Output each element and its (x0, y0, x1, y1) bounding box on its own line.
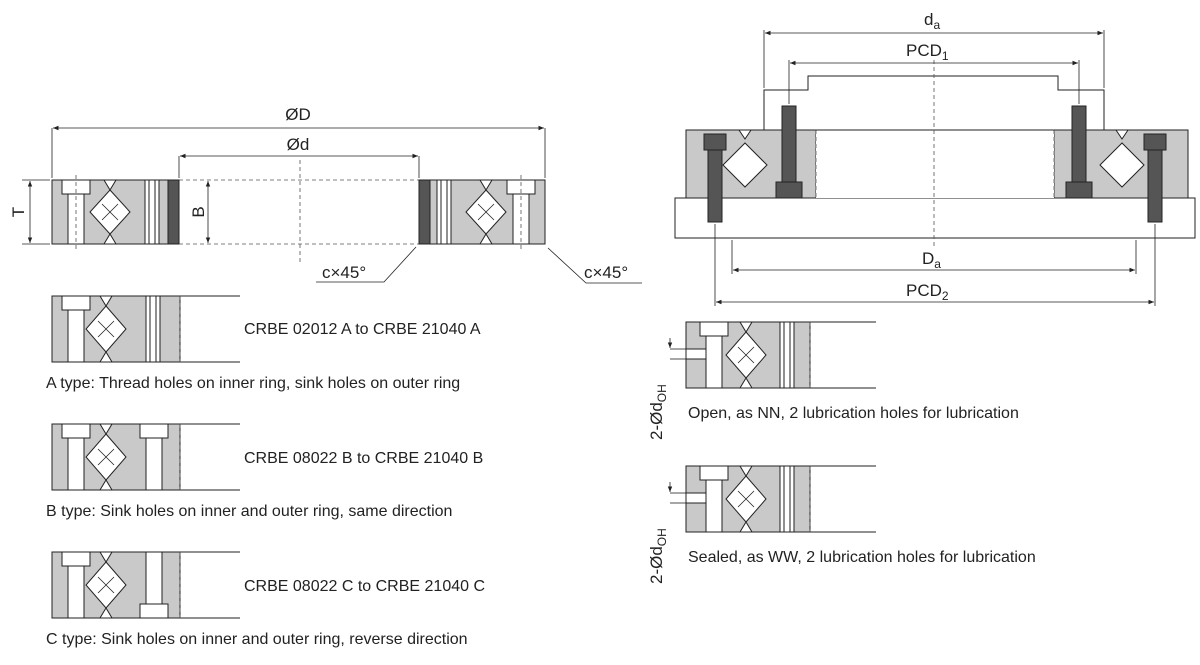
open-variant-section (667, 321, 876, 389)
dim-height: T (9, 207, 28, 217)
type-c-section (51, 551, 240, 619)
sealed-description: Sealed, as WW, 2 lubrication holes for l… (688, 549, 1036, 566)
main-bearing-section (22, 125, 642, 284)
dim-da: da (924, 10, 940, 32)
type-b-section (51, 423, 240, 491)
dim-inner-diameter: Ød (287, 135, 310, 154)
sealed-variant-section (667, 465, 876, 533)
type-b-range: CRBE 08022 B to CRBE 21040 B (244, 450, 483, 467)
type-a-section (51, 295, 240, 363)
type-c-description: C type: Sink holes on inner and outer ri… (46, 631, 468, 648)
lube-hole-label-sealed: 2-ØdOH (647, 528, 669, 584)
dim-width: B (189, 206, 208, 217)
type-a-description: A type: Thread holes on inner ring, sink… (46, 375, 460, 392)
dim-outer-diameter: ØD (285, 105, 311, 124)
dim-pcd2: PCD2 (906, 281, 949, 303)
type-a-range: CRBE 02012 A to CRBE 21040 A (244, 321, 481, 338)
open-description: Open, as NN, 2 lubrication holes for lub… (688, 405, 1019, 422)
mounting-assembly (674, 30, 1196, 306)
lube-hole-label-open: 2-ØdOH (647, 384, 669, 440)
dim-Da: Da (922, 249, 941, 271)
type-b-description: B type: Sink holes on inner and outer ri… (46, 503, 452, 520)
dim-chamfer-outer: c×45° (584, 263, 628, 282)
type-c-range: CRBE 08022 C to CRBE 21040 C (244, 578, 485, 595)
dim-chamfer-inner: c×45° (322, 263, 366, 282)
lubrication-labels: 2-ØdOH Open, as NN, 2 lubrication holes … (647, 384, 1036, 584)
main-dimension-labels: ØD Ød T B c×45° c×45° (9, 105, 628, 282)
type-labels: CRBE 02012 A to CRBE 21040 A A type: Thr… (46, 321, 485, 648)
mount-dimension-labels: da PCD1 Da PCD2 (906, 10, 949, 303)
dim-pcd1: PCD1 (906, 41, 949, 63)
